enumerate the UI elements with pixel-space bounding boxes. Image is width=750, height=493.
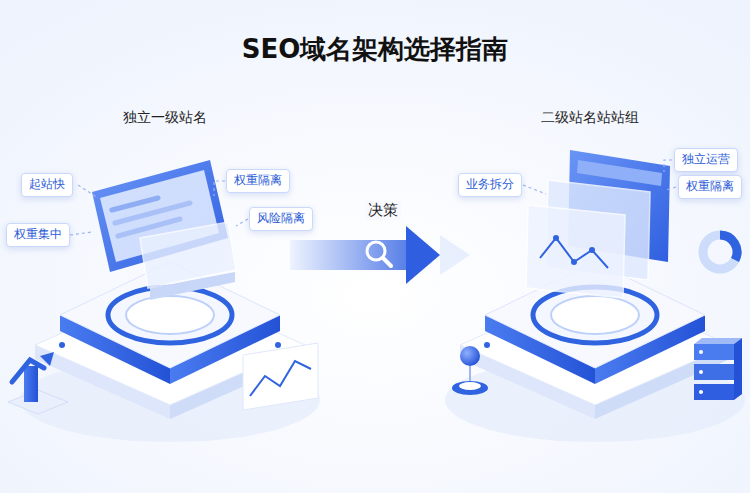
callout-tag: 独立运营 <box>674 148 738 172</box>
callout-tag: 权重隔离 <box>226 169 290 193</box>
slab-top <box>460 285 730 405</box>
dot <box>484 342 490 348</box>
chart-dot <box>553 235 559 241</box>
leader-line <box>236 219 248 226</box>
pedestal-top <box>459 382 481 390</box>
chart-dot <box>589 247 595 253</box>
chart-line <box>250 361 311 396</box>
right-platform <box>452 150 742 419</box>
screen-line <box>112 198 158 210</box>
server-side <box>734 338 742 400</box>
trend-arrow <box>12 360 44 382</box>
callout-text: 权重隔离 <box>234 173 282 189</box>
sphere <box>460 346 480 366</box>
leader-line <box>523 185 546 194</box>
dot <box>59 342 65 348</box>
server <box>694 344 734 360</box>
server <box>694 384 734 400</box>
donut <box>703 235 737 269</box>
callout-tag: 业务拆分 <box>458 173 522 197</box>
leader-line <box>70 232 92 235</box>
ring <box>551 296 639 334</box>
led <box>699 350 703 354</box>
bar <box>24 366 38 402</box>
sphere-stem <box>469 366 471 382</box>
callout-text: 业务拆分 <box>466 177 514 193</box>
chart-dot <box>571 259 577 265</box>
leader-line <box>78 185 98 198</box>
trend-arrow-head <box>40 352 54 366</box>
callout-tag: 权重隔离 <box>678 175 742 199</box>
callout-text: 风险隔离 <box>257 211 305 227</box>
leader-line <box>664 160 672 172</box>
callout-tag: 起站快 <box>21 173 73 197</box>
callout-text: 独立运营 <box>682 152 730 168</box>
magnifier-handle <box>383 258 391 266</box>
chart-line <box>540 238 608 268</box>
option-panel: 独立一级站名 <box>40 105 290 405</box>
option-heading: 独立一级站名 <box>40 105 290 127</box>
chart-card <box>243 343 318 410</box>
magnifier-icon <box>367 242 391 266</box>
leader-lines <box>70 160 676 235</box>
pedestal <box>452 381 488 395</box>
page-title: SEO域名架构选择指南 <box>0 32 750 67</box>
callout-text: 起站快 <box>29 177 65 193</box>
left-platform <box>8 160 318 419</box>
leader-line <box>666 187 676 190</box>
server <box>694 364 734 380</box>
dot <box>275 342 281 348</box>
decision-arrow <box>290 240 406 270</box>
leader-line <box>214 181 225 196</box>
callout-text: 权重隔离 <box>686 179 734 195</box>
glass-card <box>140 222 236 288</box>
callout-tag: 权重集中 <box>6 223 70 247</box>
callout-tag: 风险隔离 <box>249 207 313 231</box>
callout-text: 权重集中 <box>14 227 62 243</box>
led <box>699 390 703 394</box>
edge-label: 决策 <box>365 201 401 220</box>
donut-arc <box>720 235 737 260</box>
option-heading: 二级站名站站组 <box>440 105 740 127</box>
led <box>699 370 703 374</box>
glass-panel <box>526 205 625 298</box>
server-top <box>694 338 742 344</box>
server-stack <box>694 338 742 400</box>
chevron <box>440 235 470 275</box>
ring <box>126 296 214 334</box>
panel-bar <box>577 160 662 186</box>
